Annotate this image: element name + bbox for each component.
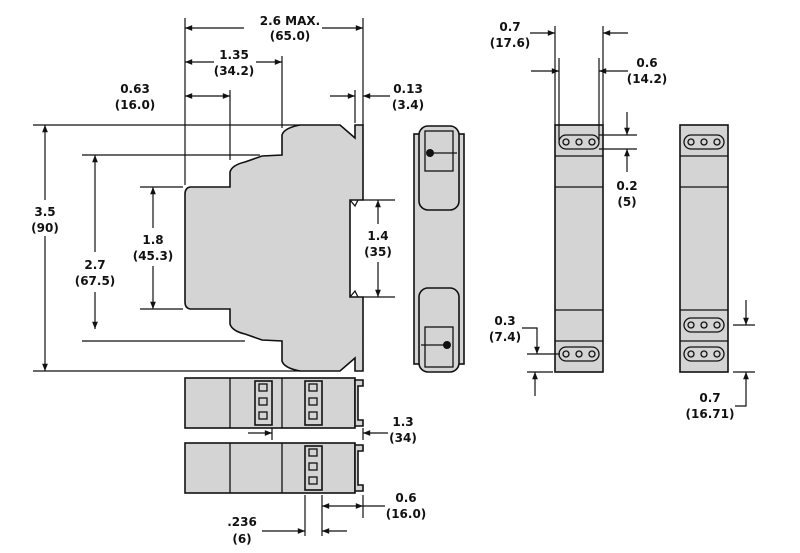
- top-view-b-dimension-lines: [733, 300, 755, 407]
- module-width-mm: (17.6): [490, 36, 531, 50]
- side-view: [184, 124, 364, 372]
- bottom-view-1: [184, 377, 364, 429]
- bottom-terminal-in: 0.3: [494, 314, 515, 328]
- module-width-in: 0.7: [499, 20, 520, 34]
- tab-thickness-mm: (3.4): [392, 98, 424, 112]
- top-view-b: [679, 124, 729, 373]
- terminal-width-in: .236: [227, 515, 257, 529]
- front-view: [413, 125, 465, 373]
- bottom-terminal-mm: (7.4): [489, 330, 521, 344]
- terminal-pitch-in: 0.2: [616, 179, 637, 193]
- alt-bottom-terminal-in: 0.7: [699, 391, 720, 405]
- mid-depth-in: 1.35: [219, 48, 249, 62]
- bottom-offset-mm: (34): [389, 431, 417, 445]
- bottom-view-dimension-lines: [248, 428, 388, 536]
- front-height-mm: (45.3): [133, 249, 174, 263]
- top-view-a: [554, 124, 604, 373]
- front-depth-in: 0.63: [120, 82, 150, 96]
- front-height-in: 1.8: [142, 233, 163, 247]
- terminal-width-mm: (6): [232, 532, 251, 546]
- mid-height-mm: (67.5): [75, 274, 116, 288]
- terminal-offset-mm: (16.0): [386, 507, 427, 521]
- terminal-offset-in: 0.6: [395, 491, 416, 505]
- inner-width-mm: (14.2): [627, 72, 668, 86]
- overall-depth-mm: (65.0): [270, 29, 311, 43]
- bottom-offset-in: 1.3: [392, 415, 413, 429]
- front-depth-mm: (16.0): [115, 98, 156, 112]
- front-led-top: [426, 149, 434, 157]
- bottom-view-2: [184, 442, 364, 494]
- mid-height-in: 2.7: [84, 258, 105, 272]
- overall-height-in: 3.5: [34, 205, 55, 219]
- alt-bottom-terminal-mm: (16.71): [686, 407, 735, 421]
- rail-height-mm: (35): [364, 245, 392, 259]
- top-view-a-dimension-lines: [522, 26, 637, 396]
- mid-depth-mm: (34.2): [214, 64, 255, 78]
- front-led-bottom: [443, 341, 451, 349]
- overall-depth-in: 2.6 MAX.: [260, 14, 320, 28]
- overall-height-mm: (90): [31, 221, 59, 235]
- tab-thickness-in: 0.13: [393, 82, 423, 96]
- terminal-pitch-mm: (5): [617, 195, 636, 209]
- rail-height-in: 1.4: [367, 229, 388, 243]
- inner-width-in: 0.6: [636, 56, 657, 70]
